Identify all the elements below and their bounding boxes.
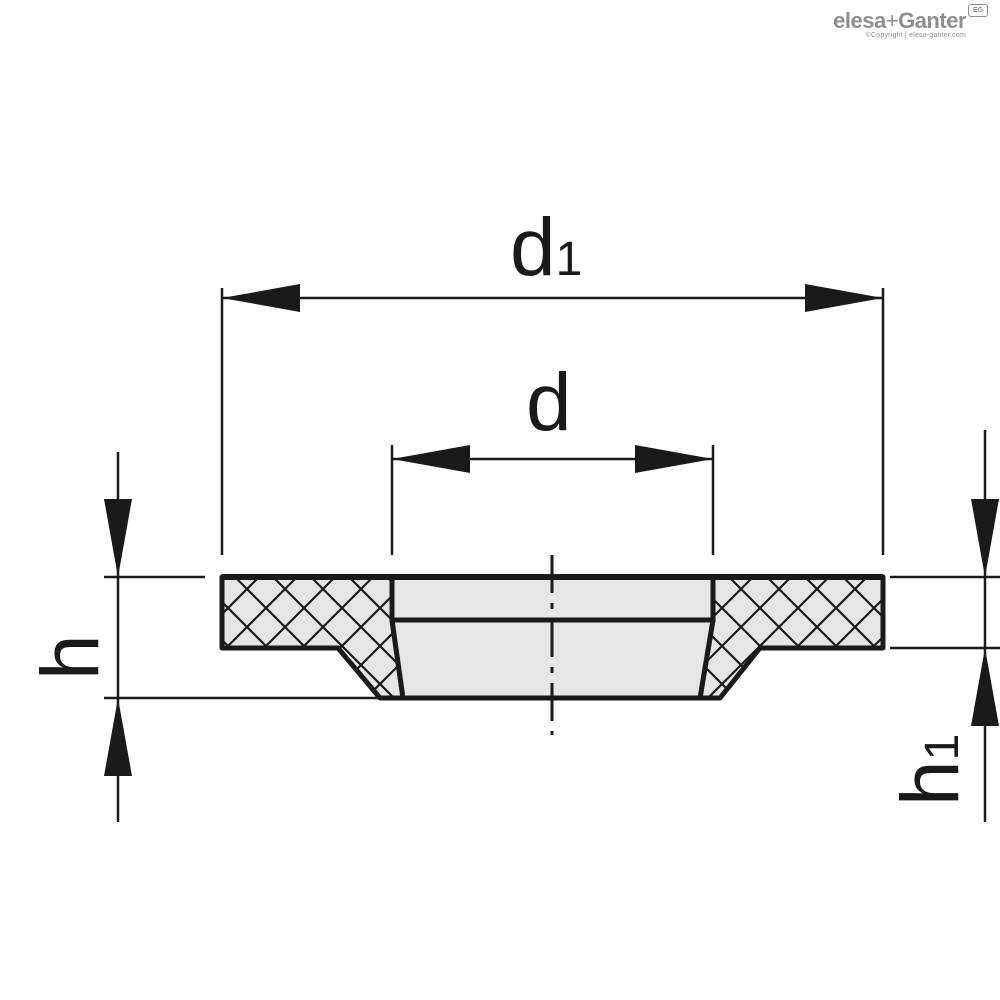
label-d: d	[526, 357, 572, 448]
label-h1-base: h	[885, 760, 976, 806]
label-h: h	[25, 634, 116, 680]
brand-badge: EG	[968, 4, 988, 17]
h1-arrow-bottom	[971, 648, 999, 726]
label-h1: h1	[885, 734, 976, 806]
brand-name-part2: Ganter	[898, 8, 966, 33]
label-d1: d1	[510, 202, 582, 293]
left-hatch-pattern	[219, 574, 406, 701]
d1-arrow-left	[222, 284, 300, 312]
label-d-base: d	[526, 357, 572, 448]
brand-logo: elesa+Ganter ©Copyright | elesa-ganter.c…	[833, 4, 988, 39]
label-d1-base: d	[510, 202, 556, 293]
label-d1-subscript: 1	[556, 233, 583, 286]
brand-name-separator: +	[885, 8, 899, 33]
right-hatch-pattern	[697, 574, 886, 701]
h-arrow-bottom	[104, 698, 132, 776]
bore-lower	[389, 617, 716, 701]
d-arrow-right	[635, 445, 713, 473]
h1-arrow-top	[971, 499, 999, 577]
brand-name: elesa+Ganter	[833, 8, 966, 34]
d1-arrow-right	[805, 284, 883, 312]
d-arrow-left	[392, 445, 470, 473]
label-h-base: h	[25, 634, 116, 680]
label-h1-subscript: 1	[916, 734, 969, 761]
brand-copyright: ©Copyright | elesa-ganter.com	[865, 32, 966, 39]
h-arrow-top	[104, 499, 132, 577]
brand-name-part1: elesa	[833, 8, 886, 33]
